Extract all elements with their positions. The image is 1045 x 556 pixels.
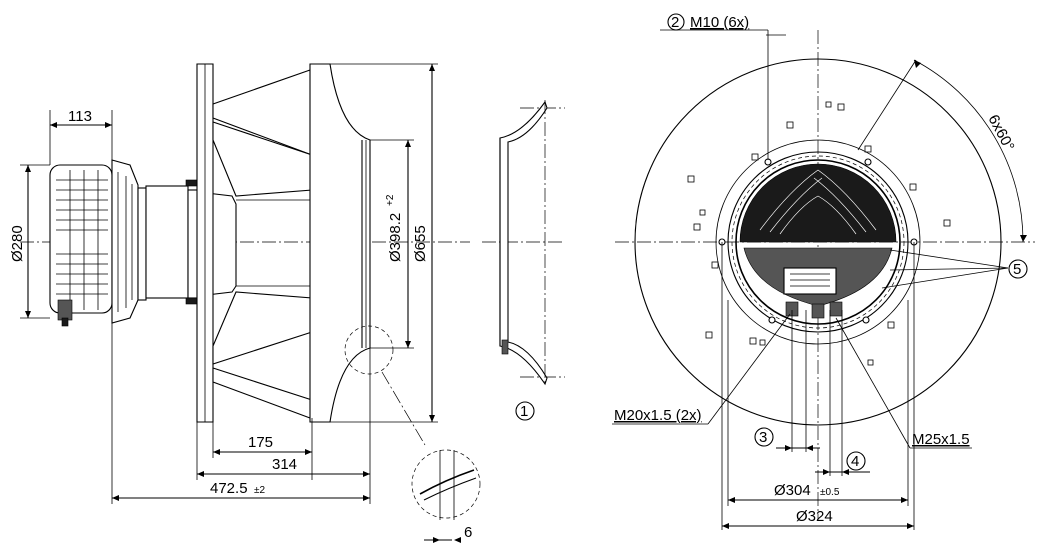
motor-housing <box>49 159 237 327</box>
front-view: 2 M10 (6x) 6x60° 5 M20x1.5 (2x) 3 M25x1.… <box>612 13 1035 530</box>
callout-3: 3 <box>759 429 767 446</box>
detail-view <box>411 449 481 543</box>
dim-6: 6 <box>464 524 472 541</box>
dim-113: 113 <box>68 108 92 125</box>
dim-398-tol: +2 <box>385 194 396 206</box>
dimension-lines <box>20 63 438 504</box>
side-view: 113 Ø280 Ø398.2 +2 Ø655 175 314 472.5 ±2… <box>9 63 565 543</box>
dim-280: Ø280 <box>9 225 26 262</box>
dim-175: 175 <box>248 434 273 451</box>
impeller-blades <box>212 69 313 419</box>
dim-472: 472.5 <box>210 480 248 497</box>
label-d304-tol: ±0.5 <box>820 487 840 498</box>
dim-398-group: Ø398.2 +2 <box>385 194 404 262</box>
shroud <box>309 63 371 423</box>
dim-398: Ø398.2 <box>387 213 404 262</box>
label-m10: M10 (6x) <box>690 14 749 31</box>
callout-2: 2 <box>671 14 679 31</box>
label-m20: M20x1.5 (2x) <box>614 407 702 424</box>
dim-314: 314 <box>272 456 297 473</box>
label-m25: M25x1.5 <box>912 431 970 448</box>
electronics-board <box>739 163 897 319</box>
label-d324: Ø324 <box>796 508 833 525</box>
inlet-nozzle <box>482 100 565 386</box>
backplate <box>196 63 214 423</box>
callout-5: 5 <box>1013 261 1021 278</box>
label-d304: Ø304 <box>774 482 811 499</box>
dim-655: Ø655 <box>412 225 429 262</box>
dim-472-tol: ±2 <box>254 485 265 496</box>
blade-marks <box>687 101 951 366</box>
callout-1: 1 <box>520 403 528 420</box>
callout-4: 4 <box>851 453 859 470</box>
label-angle: 6x60° <box>984 112 1017 154</box>
